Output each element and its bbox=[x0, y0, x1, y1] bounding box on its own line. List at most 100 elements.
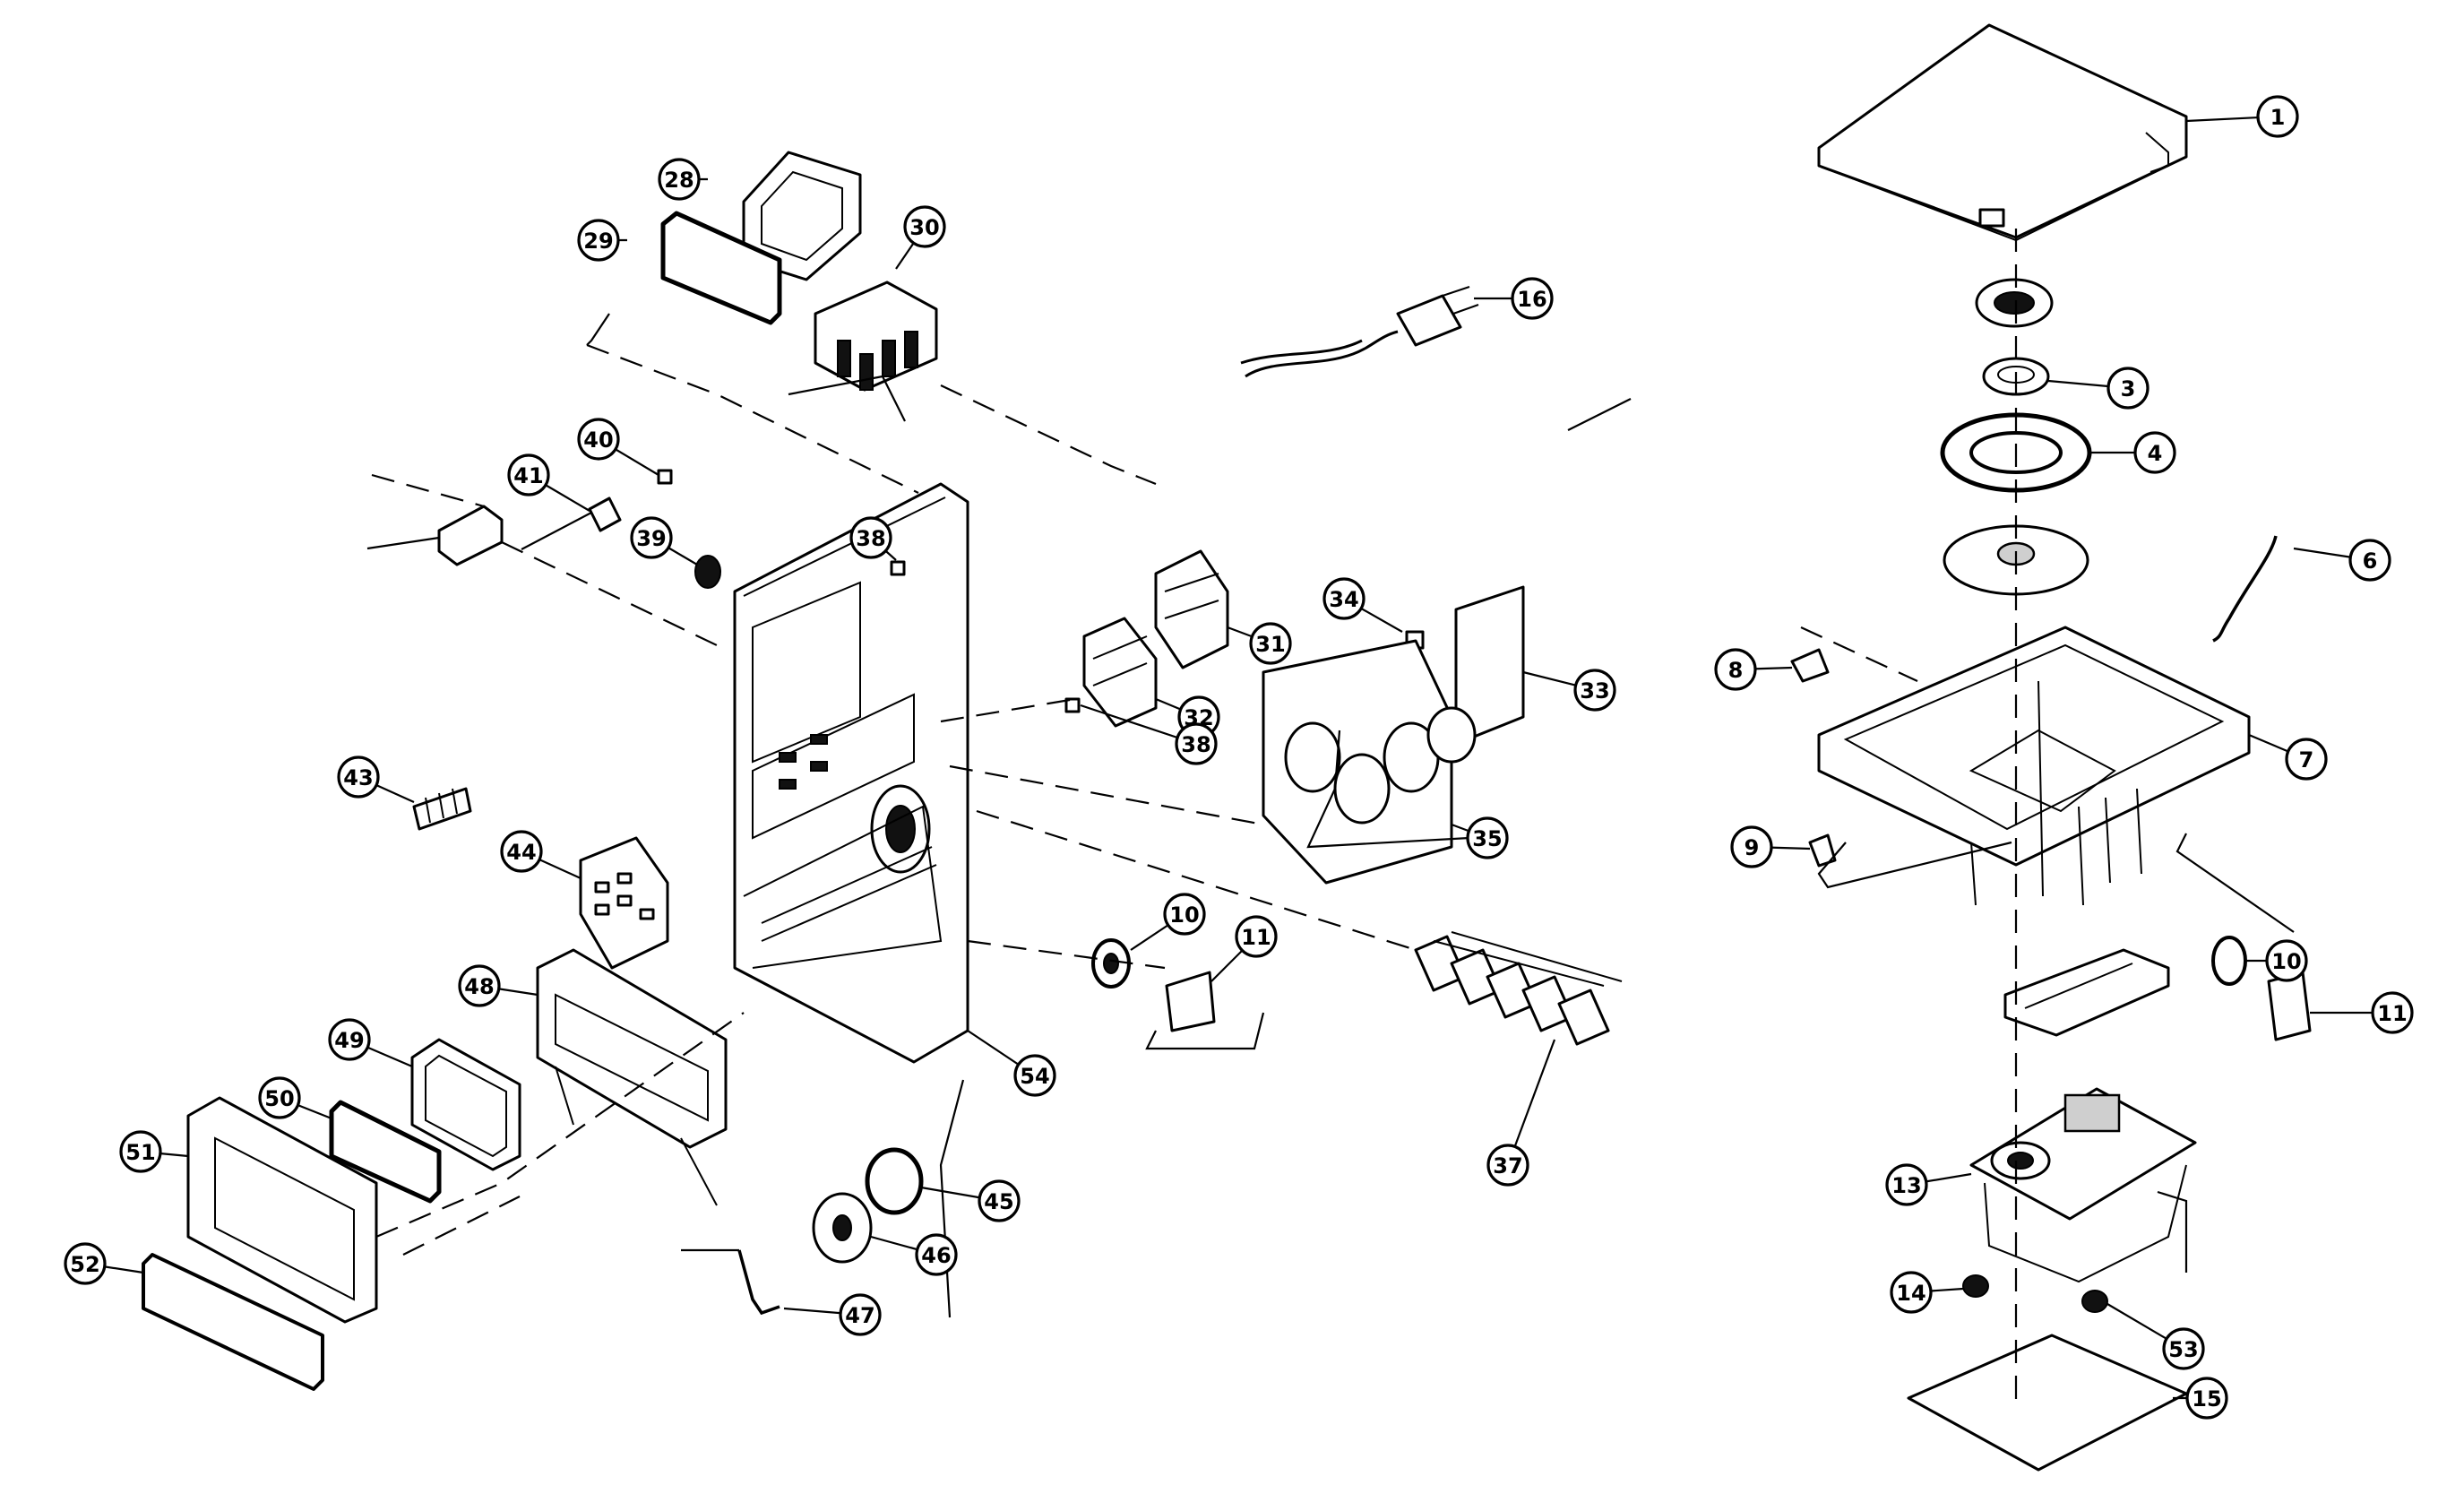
pickup-block bbox=[2063, 1093, 2121, 1133]
callout-circle-11b bbox=[2371, 991, 2414, 1034]
callout-circle-33 bbox=[1573, 669, 1616, 712]
part-frame-48 bbox=[536, 948, 728, 1149]
callout-circle-4 bbox=[2133, 431, 2176, 474]
part-bottom-plate bbox=[1907, 1334, 2188, 1472]
part-chassis bbox=[1817, 626, 2251, 867]
callout-number-40: 40 bbox=[583, 427, 613, 453]
callout-circle-39 bbox=[630, 516, 673, 559]
part-knob-39 bbox=[694, 555, 721, 589]
callout-circle-14 bbox=[1890, 1271, 1933, 1314]
callout-leader-37 bbox=[1506, 1039, 1556, 1166]
callout-number-6: 6 bbox=[2363, 548, 2378, 574]
callout-number-13: 13 bbox=[1891, 1173, 1921, 1198]
callout-number-28: 28 bbox=[664, 168, 694, 193]
part-ring-45 bbox=[865, 1147, 924, 1215]
callout-circle-53 bbox=[2162, 1327, 2205, 1370]
callout-number-15: 15 bbox=[2192, 1386, 2221, 1412]
callout-circle-45 bbox=[978, 1179, 1021, 1222]
callout-number-10b: 10 bbox=[2271, 949, 2301, 974]
callout-number-52: 52 bbox=[70, 1252, 99, 1277]
callout-number-29: 29 bbox=[583, 229, 613, 254]
callout-number-8: 8 bbox=[1728, 658, 1744, 683]
key-row-37 bbox=[1414, 931, 1623, 1046]
part-bracket-11b bbox=[2267, 971, 2312, 1041]
lower-left-parts bbox=[142, 948, 728, 1391]
part-foot-14 bbox=[1962, 1274, 1989, 1298]
power-cord bbox=[1240, 286, 1479, 378]
callout-circle-38a bbox=[849, 516, 892, 559]
callout-number-34: 34 bbox=[1329, 587, 1358, 612]
callout-circle-29 bbox=[577, 219, 620, 262]
callout-circle-38b bbox=[1175, 722, 1218, 765]
callout-circle-35 bbox=[1466, 816, 1509, 859]
part-spring-47 bbox=[737, 1249, 780, 1316]
part-lid bbox=[1817, 23, 2188, 239]
callout-circle-28 bbox=[658, 158, 701, 201]
callout-number-46: 46 bbox=[921, 1243, 951, 1268]
part-window-29 bbox=[660, 211, 782, 325]
part-frame-49 bbox=[410, 1038, 521, 1171]
part-32 bbox=[1082, 617, 1158, 728]
callout-circle-46 bbox=[915, 1233, 958, 1276]
callout-circle-41 bbox=[507, 453, 550, 496]
callout-number-50: 50 bbox=[264, 1086, 294, 1111]
callout-number-45: 45 bbox=[984, 1189, 1013, 1214]
callout-number-14: 14 bbox=[1896, 1281, 1926, 1306]
callout-number-44: 44 bbox=[506, 840, 536, 865]
callout-circle-40 bbox=[577, 418, 620, 461]
callout-number-48: 48 bbox=[464, 974, 494, 999]
part-wire bbox=[2212, 535, 2278, 643]
callout-circle-10b bbox=[2265, 939, 2308, 982]
part-screw-40 bbox=[657, 469, 673, 485]
part-foot-53 bbox=[2081, 1290, 2108, 1313]
part-clip-41 bbox=[588, 496, 622, 532]
callout-circle-3 bbox=[2106, 367, 2150, 410]
part-window-50 bbox=[329, 1100, 442, 1204]
callout-number-31: 31 bbox=[1255, 632, 1285, 657]
callout-number-53: 53 bbox=[2168, 1337, 2198, 1362]
callout-number-54: 54 bbox=[1020, 1064, 1049, 1089]
part-panel-51 bbox=[186, 1096, 378, 1324]
callout-circle-15 bbox=[2185, 1377, 2228, 1420]
callout-circle-44 bbox=[500, 830, 543, 873]
callout-circle-34 bbox=[1322, 577, 1366, 620]
part-gear-10b bbox=[2211, 936, 2247, 986]
callout-circle-49 bbox=[328, 1018, 371, 1061]
callout-number-38a: 38 bbox=[856, 526, 885, 551]
callout-circle-7 bbox=[2285, 738, 2328, 781]
part-board-33 bbox=[1454, 585, 1525, 746]
callout-circle-51 bbox=[119, 1130, 162, 1173]
top-left-parts bbox=[660, 151, 938, 392]
callout-number-9: 9 bbox=[1745, 835, 1760, 860]
callout-circle-16 bbox=[1511, 277, 1554, 320]
callout-circle-1 bbox=[2256, 95, 2299, 138]
callout-number-35: 35 bbox=[1472, 826, 1502, 851]
callout-number-38b: 38 bbox=[1181, 732, 1210, 757]
callout-circle-10a bbox=[1163, 893, 1206, 936]
callout-number-4: 4 bbox=[2148, 441, 2163, 466]
callout-number-47: 47 bbox=[845, 1303, 874, 1328]
part-38b bbox=[1064, 697, 1081, 713]
callout-circle-8 bbox=[1714, 648, 1757, 691]
callout-circle-37 bbox=[1486, 1144, 1529, 1187]
callout-number-16: 16 bbox=[1517, 287, 1546, 312]
callout-number-3: 3 bbox=[2121, 376, 2136, 401]
callout-labels: 1346789101110111314151628293031323334353… bbox=[64, 95, 2414, 1420]
callout-number-11a: 11 bbox=[1241, 925, 1271, 950]
callout-circle-43 bbox=[337, 756, 380, 799]
part-front-panel bbox=[733, 482, 969, 1064]
mid-small-parts bbox=[737, 938, 1216, 1316]
callout-circle-47 bbox=[839, 1293, 882, 1336]
callout-circle-11a bbox=[1235, 915, 1278, 958]
part-38a bbox=[890, 560, 906, 576]
callout-number-37: 37 bbox=[1493, 1153, 1522, 1179]
callout-number-11b: 11 bbox=[2377, 1001, 2407, 1026]
part-clip-9 bbox=[1808, 833, 1837, 868]
callout-number-1: 1 bbox=[2270, 105, 2286, 130]
left-mid-parts bbox=[412, 787, 669, 970]
callout-number-30: 30 bbox=[909, 215, 939, 240]
assembly-lines bbox=[366, 313, 2295, 1318]
callout-circle-6 bbox=[2348, 539, 2391, 582]
part-pickup-cover bbox=[2003, 948, 2170, 1037]
